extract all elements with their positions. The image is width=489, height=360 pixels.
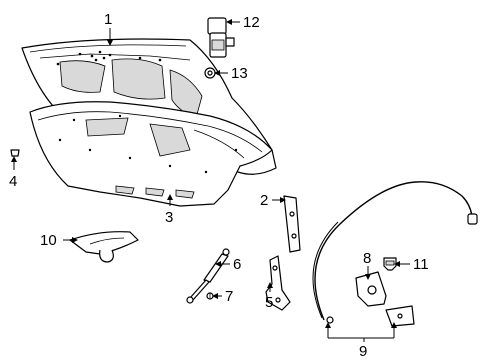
callout-11: 11 [413, 256, 429, 273]
lift-support-icon [186, 248, 230, 304]
arrow-heads [11, 19, 400, 328]
release-cable-icon [312, 181, 478, 324]
callout-labels: 1 2 3 4 5 6 7 8 9 10 11 12 13 [9, 11, 429, 360]
latch-icon [355, 271, 415, 327]
hood-insulator-icon [29, 101, 273, 207]
sensor-icon [207, 17, 235, 58]
callout-12: 12 [243, 14, 260, 31]
callout-6: 6 [233, 256, 241, 273]
callout-8: 8 [363, 250, 371, 267]
callout-4: 4 [9, 173, 17, 190]
clip-icon [10, 149, 20, 157]
hinge-bracket-icon [283, 195, 301, 253]
release-handle-icon [69, 231, 139, 263]
callout-1: 1 [104, 11, 112, 28]
callout-3: 3 [165, 209, 173, 226]
callout-7: 7 [225, 288, 233, 305]
callout-10: 10 [40, 232, 57, 249]
grommet-icon [204, 67, 216, 79]
bumper-icon [383, 257, 397, 271]
callout-13: 13 [231, 65, 248, 82]
callout-2: 2 [260, 192, 268, 209]
callout-9: 9 [359, 343, 367, 360]
callout-5: 5 [265, 294, 273, 311]
